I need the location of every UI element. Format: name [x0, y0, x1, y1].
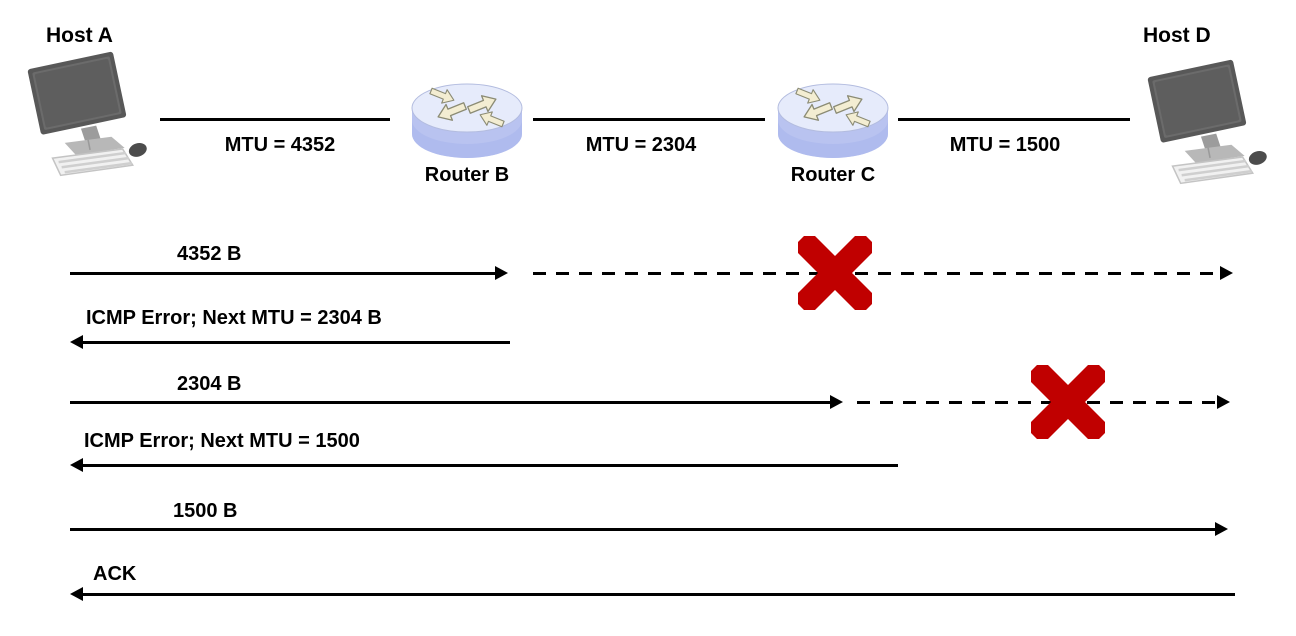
- message-line: [82, 593, 1235, 596]
- message-label: ACK: [93, 563, 137, 585]
- arrowhead-left-icon: [70, 587, 83, 601]
- mouse-icon: [128, 143, 147, 157]
- arrowhead-right-icon: [830, 395, 843, 409]
- link-routerc-hostd: [898, 118, 1130, 121]
- message-line: [82, 464, 898, 467]
- mtu-label: MTU = 2304: [585, 134, 697, 156]
- arrowhead-right-icon: [1220, 266, 1233, 280]
- message-line: [70, 528, 1215, 531]
- message-label: 1500 B: [173, 500, 238, 522]
- router-icon: [777, 83, 889, 158]
- computer-icon: [27, 51, 147, 177]
- link-hosta-routerb: [160, 118, 390, 121]
- message-line: [82, 341, 510, 344]
- mouse-icon: [1248, 151, 1267, 165]
- mtu-label: MTU = 1500: [949, 134, 1061, 156]
- arrowhead-left-icon: [70, 335, 83, 349]
- computer-icon: [1147, 59, 1267, 185]
- keyboard-icon: [1171, 156, 1255, 185]
- host-a-label: Host A: [46, 24, 113, 47]
- router-icon: [411, 83, 523, 158]
- message-line-dashed: [533, 272, 1221, 275]
- link-routerb-routerc: [533, 118, 765, 121]
- router-b-label: Router B: [424, 164, 510, 186]
- arrowhead-right-icon: [495, 266, 508, 280]
- router-c-label: Router C: [790, 164, 876, 186]
- message-label: 2304 B: [177, 373, 242, 395]
- message-line-dashed: [857, 401, 1217, 404]
- packet-drop-x-icon: [1031, 365, 1105, 439]
- message-label: ICMP Error; Next MTU = 1500: [84, 430, 360, 452]
- message-line: [70, 401, 830, 404]
- packet-drop-x-icon: [798, 236, 872, 310]
- arrowhead-left-icon: [70, 458, 83, 472]
- keyboard-icon: [51, 148, 135, 177]
- mtu-label: MTU = 4352: [224, 134, 336, 156]
- message-label: 4352 B: [177, 243, 242, 265]
- host-d-label: Host D: [1143, 24, 1211, 47]
- arrowhead-right-icon: [1217, 395, 1230, 409]
- message-label: ICMP Error; Next MTU = 2304 B: [86, 307, 382, 329]
- message-line: [70, 272, 496, 275]
- arrowhead-right-icon: [1215, 522, 1228, 536]
